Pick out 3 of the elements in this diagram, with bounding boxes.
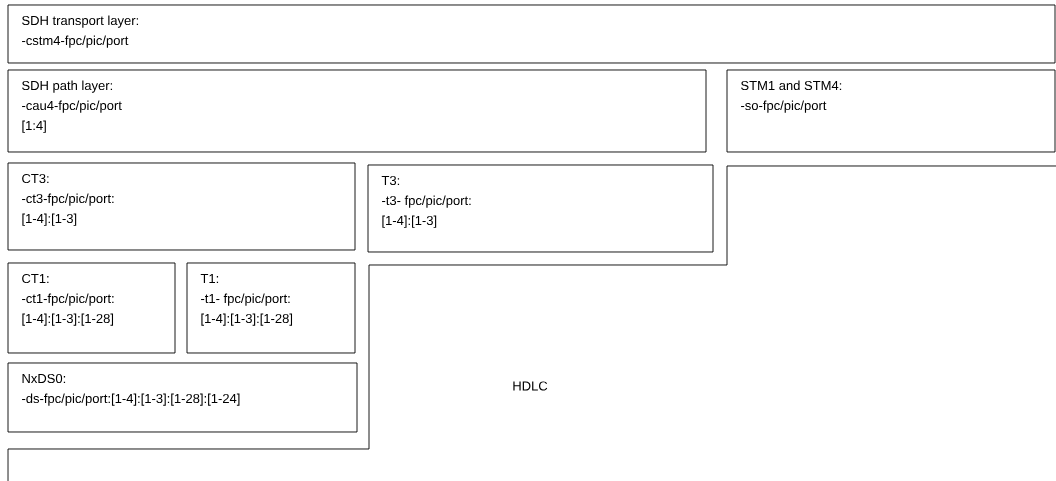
layer-box: STM1 and STM4: -so-fpc/pic/port: [726, 69, 1056, 153]
layer-box: SDH path layer: -cau4-fpc/pic/port [1:4]: [7, 69, 707, 153]
layer-box: SDH transport layer: -cstm4-fpc/pic/port: [7, 4, 1056, 64]
